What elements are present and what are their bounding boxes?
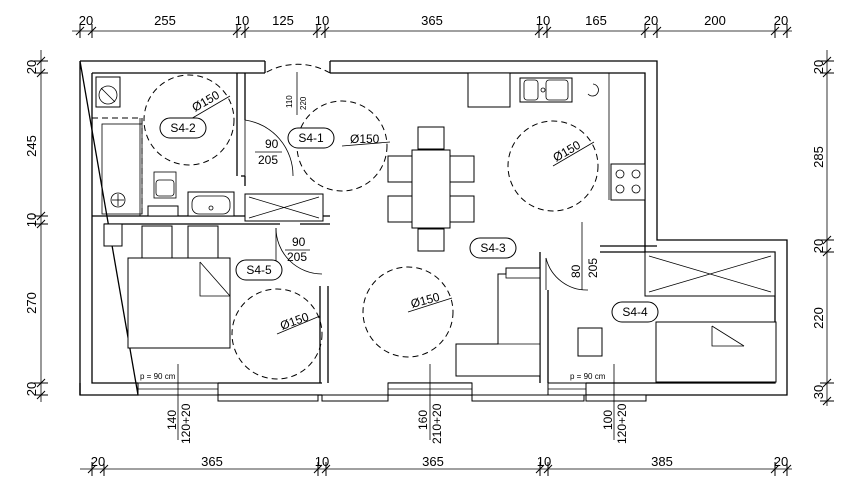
bathroom-fixtures — [91, 76, 235, 217]
bottom-dim-5: 10 — [537, 454, 551, 469]
bottom-dim-7: 20 — [774, 454, 788, 469]
circle-5-label: Ø150 — [278, 310, 311, 333]
left-dimension-line: 20 245 10 270 20 — [24, 50, 48, 402]
room-tag-s4-5: S4-5 — [246, 263, 272, 277]
window-1-width: 140 — [165, 410, 179, 430]
windows: 140 120+20 160 210+20 100 120+20 p = 90 … — [137, 364, 647, 444]
dining-table — [387, 126, 475, 252]
door-3-width: 90 — [292, 235, 306, 249]
right-dim-1: 20 — [811, 60, 826, 74]
door-2-height: 205 — [258, 153, 278, 167]
left-dim-3: 10 — [24, 213, 39, 227]
kitchen-counter — [467, 72, 646, 201]
bottom-dim-6: 385 — [651, 454, 673, 469]
left-dim-2: 245 — [24, 135, 39, 157]
bottom-dim-2: 365 — [201, 454, 223, 469]
window-3-width: 100 — [601, 410, 615, 430]
room-tag-s4-3: S4-3 — [480, 241, 506, 255]
top-dim-1: 20 — [79, 13, 93, 28]
right-dim-3: 20 — [811, 239, 826, 253]
top-dimension-line: 20 255 10 125 10 365 10 165 20 200 20 — [72, 13, 792, 38]
right-dim-4: 220 — [811, 307, 826, 329]
bottom-dimension-line: 20 365 10 365 10 385 20 — [80, 454, 792, 476]
doors: 110 220 90 205 90 205 80 205 — [244, 61, 600, 291]
window-1-height: 120+20 — [179, 403, 193, 444]
window-2-height: 210+20 — [430, 403, 444, 444]
top-dim-5: 10 — [315, 13, 329, 28]
door-4-width: 80 — [569, 264, 583, 278]
door-1-height: 220 — [299, 96, 308, 110]
door-4-height: 205 — [586, 258, 600, 278]
door-1-width: 110 — [285, 95, 294, 108]
top-dim-9: 20 — [644, 13, 658, 28]
top-dim-4: 125 — [272, 13, 294, 28]
left-dim-5: 20 — [24, 382, 39, 396]
parapet-1: p = 90 cm — [140, 372, 176, 381]
top-dim-3: 10 — [235, 13, 249, 28]
door-3-height: 205 — [287, 250, 307, 264]
circle-2-label: Ø150 — [350, 132, 380, 146]
right-dimension-line: 20 285 20 220 30 — [811, 50, 834, 406]
sofa — [455, 267, 541, 377]
bottom-dim-4: 365 — [422, 454, 444, 469]
left-bedroom — [103, 223, 231, 349]
top-dim-2: 255 — [154, 13, 176, 28]
room-tag-s4-2: S4-2 — [170, 121, 196, 135]
bottom-dim-1: 20 — [91, 454, 105, 469]
left-dim-4: 270 — [24, 292, 39, 314]
right-bedroom — [577, 251, 777, 383]
window-2-width: 160 — [416, 410, 430, 430]
top-dim-8: 165 — [585, 13, 607, 28]
circle-4-label: Ø150 — [409, 290, 441, 311]
parapet-2: p = 90 cm — [570, 372, 606, 381]
bottom-dim-3: 10 — [315, 454, 329, 469]
top-dim-7: 10 — [536, 13, 550, 28]
top-dim-10: 200 — [704, 13, 726, 28]
window-3-height: 120+20 — [615, 403, 629, 444]
circle-3-label: Ø150 — [551, 138, 584, 165]
top-dim-6: 365 — [421, 13, 443, 28]
room-tags: S4-1 S4-2 S4-3 S4-4 S4-5 — [159, 117, 659, 323]
room-tag-s4-4: S4-4 — [622, 305, 648, 319]
top-dim-11: 20 — [774, 13, 788, 28]
door-2-width: 90 — [265, 137, 279, 151]
right-dim-2: 285 — [811, 146, 826, 168]
right-dim-5: 30 — [811, 385, 826, 399]
room-tag-s4-1: S4-1 — [298, 131, 324, 145]
left-dim-1: 20 — [24, 60, 39, 74]
